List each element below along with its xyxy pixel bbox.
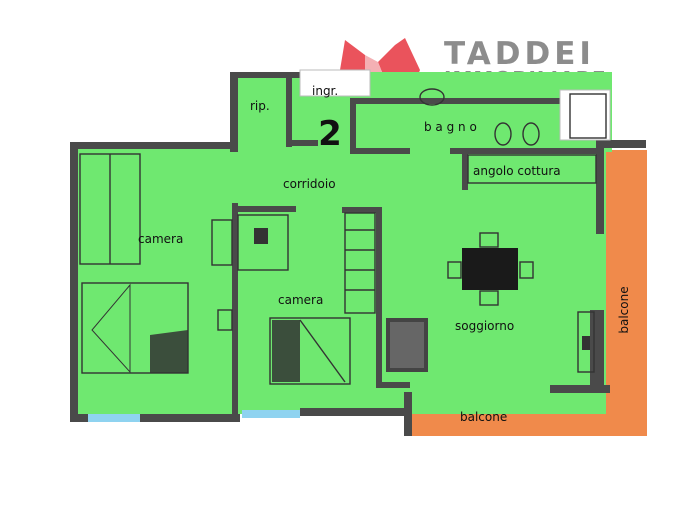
label-rip: rip. (250, 99, 270, 113)
windows (88, 69, 611, 422)
balcony-right (603, 150, 647, 436)
label-corridoio: corridoio (283, 177, 336, 191)
furniture (79, 88, 607, 385)
label-balcone-bottom: balcone (460, 410, 507, 424)
balcony-areas (410, 150, 647, 436)
label-ingr: ingr. (312, 84, 338, 98)
logo-name: TADDEI (444, 36, 595, 72)
room-labels: rip. ingr. b a g n o corridoio angolo co… (138, 84, 631, 424)
label-balcone-right: balcone (617, 286, 631, 333)
label-bagno: b a g n o (424, 120, 477, 134)
label-camera-1: camera (138, 232, 183, 246)
label-angolo-cottura: angolo cottura (473, 164, 561, 178)
label-soggiorno: soggiorno (455, 319, 514, 333)
unit-number: 2 (318, 114, 342, 154)
label-camera-2: camera (278, 293, 323, 307)
walls (70, 72, 646, 436)
